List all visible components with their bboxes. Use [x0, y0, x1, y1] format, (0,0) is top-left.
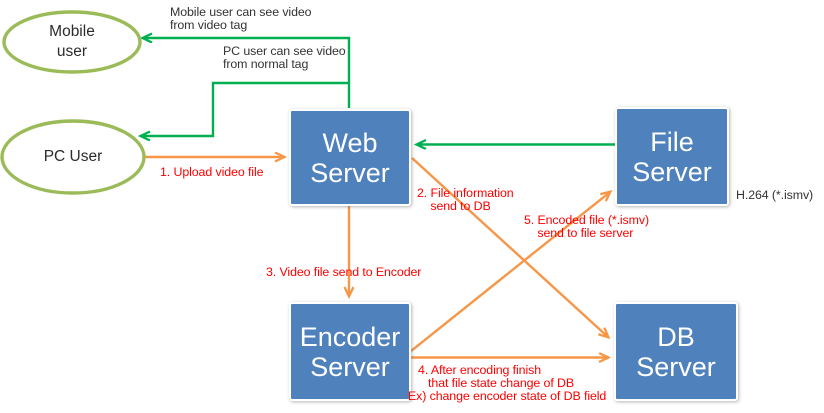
arrow-webserver-to-pcuser — [141, 81, 349, 136]
pc-user-ellipse — [0, 119, 146, 195]
file-server-box — [615, 107, 729, 206]
db-server-box — [614, 302, 738, 401]
arrow-webserver-to-dbserver — [411, 157, 608, 337]
web-server-box — [289, 109, 411, 206]
mobile-user-ellipse — [2, 10, 142, 74]
arrow-encoderserver-to-fileserver — [410, 192, 610, 352]
arrow-webserver-to-mobileuser — [143, 38, 351, 108]
encoder-server-box — [289, 302, 411, 401]
